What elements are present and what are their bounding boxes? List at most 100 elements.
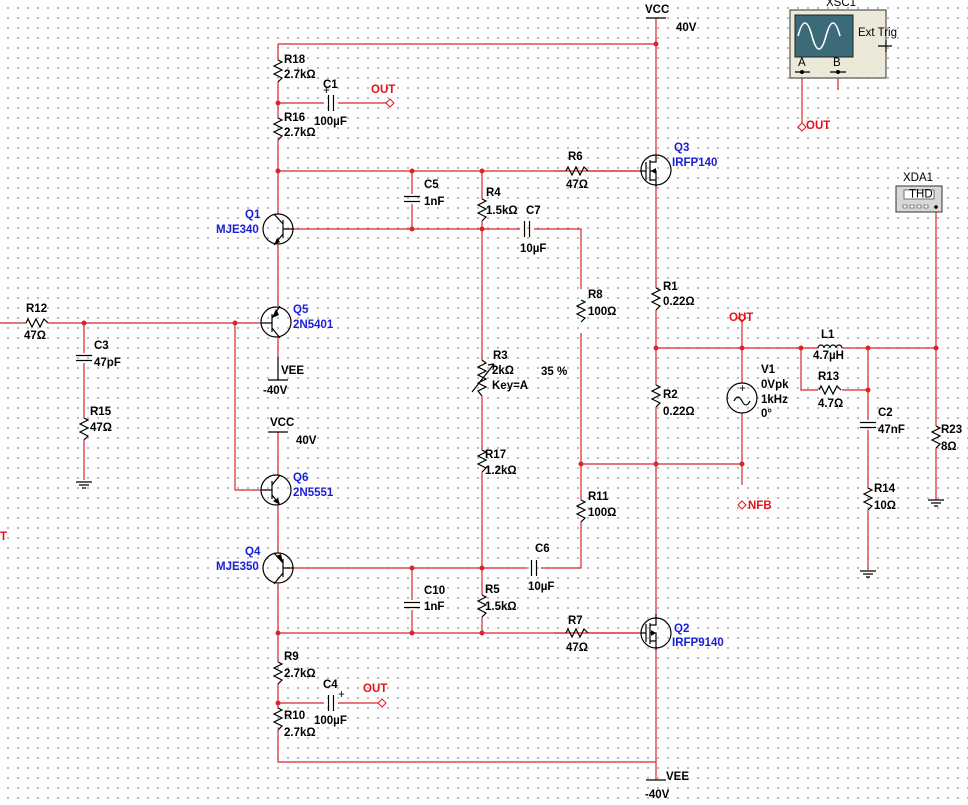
svg-text:R4: R4: [486, 187, 501, 199]
svg-text:1kHz: 1kHz: [761, 394, 788, 406]
svg-text:C3: C3: [94, 340, 109, 352]
svg-text:MJE350: MJE350: [216, 561, 259, 573]
svg-text:100Ω: 100Ω: [588, 507, 616, 519]
svg-text:+: +: [739, 383, 746, 395]
svg-text:R9: R9: [284, 651, 299, 663]
svg-text:2N5401: 2N5401: [293, 319, 334, 331]
svg-text:47pF: 47pF: [94, 357, 121, 369]
svg-text:47Ω: 47Ω: [566, 642, 588, 654]
transistor-Q2[interactable]: Q2 IRFP9140: [640, 614, 724, 650]
svg-text:100µF: 100µF: [314, 116, 347, 128]
resistor-R5[interactable]: R51.5kΩ: [477, 584, 517, 618]
svg-text:R15: R15: [90, 406, 112, 418]
svg-text:XSC1: XSC1: [826, 0, 856, 9]
waveform-icon: [797, 22, 841, 50]
svg-text:1.5kΩ: 1.5kΩ: [486, 205, 518, 217]
svg-text:OUT: OUT: [806, 120, 830, 132]
svg-text:4.7Ω: 4.7Ω: [818, 398, 843, 410]
svg-text:R11: R11: [588, 491, 609, 503]
svg-text:10Ω: 10Ω: [874, 500, 896, 512]
resistor-R11[interactable]: R11 100Ω: [576, 491, 616, 523]
svg-text:1.5kΩ: 1.5kΩ: [485, 601, 517, 613]
svg-text:R8: R8: [588, 289, 603, 301]
svg-text:0.22Ω: 0.22Ω: [663, 406, 695, 418]
junctions: [81, 41, 939, 706]
svg-text:10µF: 10µF: [520, 243, 546, 255]
transistor-Q5[interactable]: Q5 2N5401: [260, 304, 334, 339]
svg-text:47Ω: 47Ω: [24, 330, 46, 342]
svg-text:VCC: VCC: [645, 4, 669, 16]
svg-text:C7: C7: [526, 205, 541, 217]
svg-text:C6: C6: [535, 543, 550, 555]
svg-text:4.7µH: 4.7µH: [813, 350, 844, 362]
oscilloscope-XSC1[interactable]: XSC1 Ext Trig A B: [789, 0, 897, 79]
svg-text:1nF: 1nF: [424, 196, 444, 208]
svg-text:-40V: -40V: [645, 789, 670, 801]
netlabel-out-output: OUT: [729, 312, 753, 324]
svg-text:V1: V1: [761, 364, 776, 376]
svg-text:XDA1: XDA1: [903, 172, 933, 184]
distortion-analyzer-XDA1[interactable]: XDA1 THD: [895, 172, 943, 213]
svg-text:2.7kΩ: 2.7kΩ: [284, 127, 316, 139]
svg-text:Q6: Q6: [293, 472, 308, 484]
netlabel-out-scope: OUT: [797, 120, 830, 132]
resistor-R9[interactable]: R92.7kΩ: [273, 651, 316, 685]
inductor-L1[interactable]: L14.7µH: [813, 329, 844, 362]
svg-text:Q4: Q4: [245, 546, 261, 558]
capacitor-C3[interactable]: C3 47pF: [75, 340, 121, 369]
transistor-Q1[interactable]: Q1 MJE340: [216, 209, 294, 246]
svg-text:R14: R14: [874, 483, 896, 495]
capacitor-C7[interactable]: C7 10µF: [520, 205, 546, 255]
ground-icon: [859, 570, 877, 578]
transistor-Q3[interactable]: Q3 IRFP140: [640, 142, 717, 187]
source-V1[interactable]: + V1 0Vpk 1kHz 0°: [726, 364, 789, 420]
svg-text:A: A: [798, 57, 806, 69]
transistor-Q4[interactable]: Q4 MJE350: [216, 546, 294, 585]
svg-text:40V: 40V: [296, 435, 317, 447]
svg-text:Key=A: Key=A: [492, 380, 528, 392]
resistor-R1[interactable]: R10.22Ω: [651, 281, 695, 311]
svg-text:R13: R13: [818, 371, 839, 383]
svg-text:OUT: OUT: [729, 312, 753, 324]
svg-text:IRFP9140: IRFP9140: [672, 637, 724, 649]
svg-text:C5: C5: [424, 179, 439, 191]
svg-text:VEE: VEE: [281, 365, 304, 377]
svg-text:2.7kΩ: 2.7kΩ: [284, 69, 316, 81]
svg-text:OUT: OUT: [363, 683, 387, 695]
svg-text:10µF: 10µF: [528, 581, 554, 593]
resistor-R2[interactable]: R20.22Ω: [651, 384, 695, 418]
svg-text:R3: R3: [493, 350, 508, 362]
resistor-R4[interactable]: R4 1.5kΩ: [477, 187, 518, 222]
svg-text:B: B: [833, 57, 841, 69]
resistor-R13[interactable]: R13 4.7Ω: [818, 371, 843, 410]
svg-text:47nF: 47nF: [878, 424, 905, 436]
capacitor-C6[interactable]: C6 10µF: [528, 543, 554, 593]
svg-text:0°: 0°: [761, 408, 772, 420]
svg-text:VCC: VCC: [270, 417, 294, 429]
svg-text:OUT: OUT: [371, 84, 395, 96]
transistor-Q6[interactable]: Q6 2N5551: [260, 472, 334, 506]
svg-text:2N5551: 2N5551: [293, 487, 334, 499]
svg-text:100µF: 100µF: [314, 715, 347, 727]
svg-text:Ext Trig: Ext Trig: [858, 27, 897, 39]
